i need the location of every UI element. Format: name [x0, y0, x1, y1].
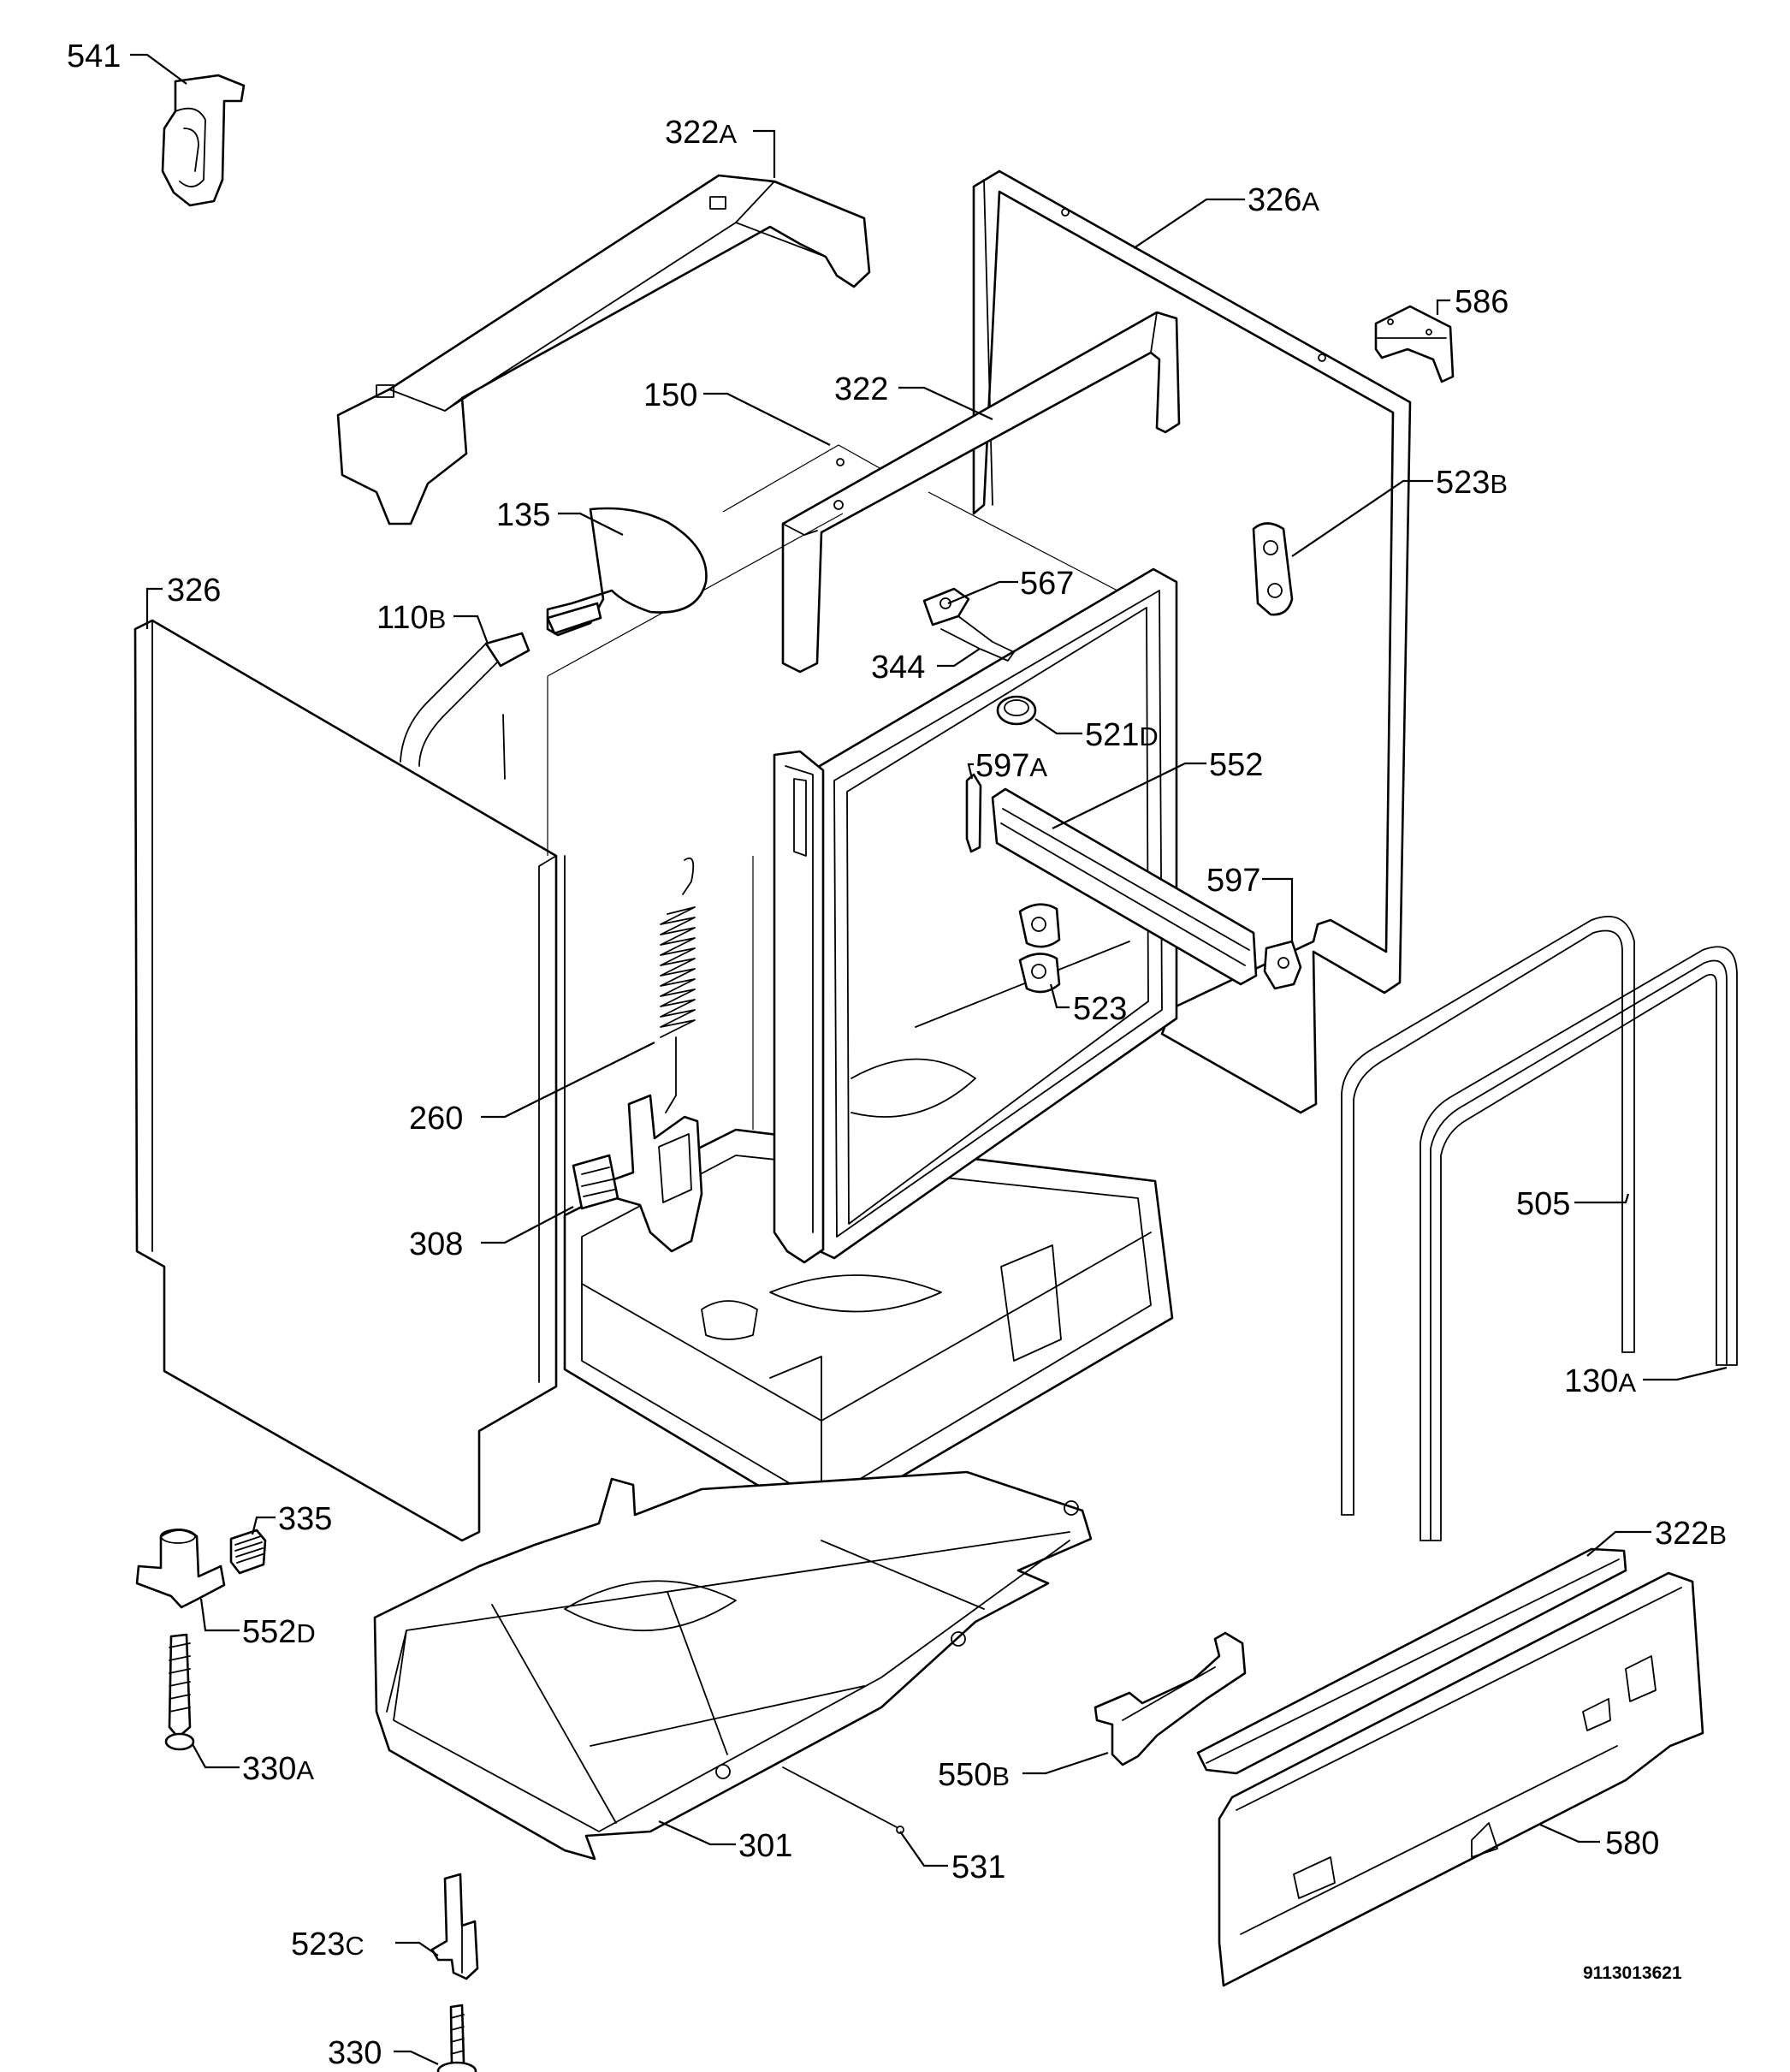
drawing-code: 9113013621: [1583, 1963, 1682, 1983]
part-552-rail: [991, 787, 1258, 986]
callout-308: 308: [409, 1226, 463, 1262]
callout-567: 567: [1020, 566, 1074, 602]
part-tub-base-housing: [547, 676, 1174, 1525]
callout-150: 150: [643, 377, 697, 413]
part-326-side-panel: [133, 619, 558, 1542]
callout-labels: 541 322A 326A 586 150 322 523B 135 326 5…: [67, 39, 1727, 2071]
part-344-spring-clip: [940, 615, 1015, 662]
callout-523c: 523C: [291, 1927, 365, 1962]
callout-330: 330: [328, 2035, 382, 2071]
callout-550b: 550B: [938, 1757, 1010, 1793]
part-335-gear: [229, 1529, 267, 1575]
callout-521d: 521D: [1085, 717, 1159, 753]
callout-110b: 110B: [376, 600, 446, 636]
part-597a-clip: [965, 773, 982, 853]
part-541-clip: [161, 74, 246, 207]
part-523-feet: [1018, 903, 1061, 994]
callout-135: 135: [496, 497, 550, 533]
part-130a-gasket: [1420, 946, 1738, 1541]
part-322b-rail: [1196, 1547, 1627, 1775]
callout-505: 505: [1516, 1186, 1570, 1222]
callout-580: 580: [1605, 1826, 1659, 1861]
part-308-hinge: [572, 1094, 703, 1253]
callout-326a: 326A: [1248, 182, 1319, 218]
part-110b-hose: [400, 632, 530, 780]
part-597-stop: [1263, 940, 1302, 990]
callout-260: 260: [409, 1101, 463, 1137]
part-301-base-tray: [373, 1470, 1093, 1861]
part-523c-hinge-plate: [430, 1873, 479, 1980]
callout-330a: 330A: [242, 1751, 314, 1787]
part-322-inner-frame: [781, 311, 1181, 674]
callout-322b: 322B: [1655, 1516, 1727, 1552]
part-330a-screw: [164, 1633, 195, 1751]
callout-531: 531: [951, 1849, 1005, 1885]
callout-322: 322: [834, 371, 888, 407]
part-330-screw: [436, 2004, 477, 2072]
callout-335: 335: [278, 1501, 332, 1537]
leader-lines: [130, 53, 1728, 2065]
callout-326: 326: [167, 573, 221, 609]
part-135-spray-arm: [546, 507, 708, 637]
callout-344: 344: [871, 650, 925, 686]
part-586-bracket: [1374, 305, 1455, 383]
part-567-latch: [922, 587, 970, 626]
callout-322a: 322A: [665, 115, 737, 151]
part-521d-plug: [996, 695, 1037, 726]
callout-597: 597: [1206, 863, 1260, 899]
part-550b-bracket: [1094, 1631, 1247, 1766]
callout-130a: 130A: [1564, 1363, 1636, 1399]
part-531-rod: [782, 1766, 904, 1834]
callout-586: 586: [1455, 284, 1508, 320]
callout-552: 552: [1209, 747, 1263, 783]
callout-523b: 523B: [1436, 465, 1508, 501]
part-322a-top-frame: [336, 174, 871, 525]
part-door-rail: [773, 750, 825, 1264]
part-552d-valve: [135, 1529, 226, 1609]
part-505-gasket: [1341, 916, 1635, 1516]
part-door-frame: [818, 567, 1178, 1260]
part-580-plinth: [1218, 1571, 1704, 1987]
callout-597a: 597A: [975, 748, 1047, 784]
callout-541: 541: [67, 39, 121, 74]
part-260-spring: [660, 857, 696, 1113]
callout-301: 301: [738, 1828, 792, 1864]
part-523b-bumper: [1252, 522, 1294, 616]
callout-552d: 552D: [242, 1614, 316, 1650]
callout-523: 523: [1073, 991, 1127, 1027]
